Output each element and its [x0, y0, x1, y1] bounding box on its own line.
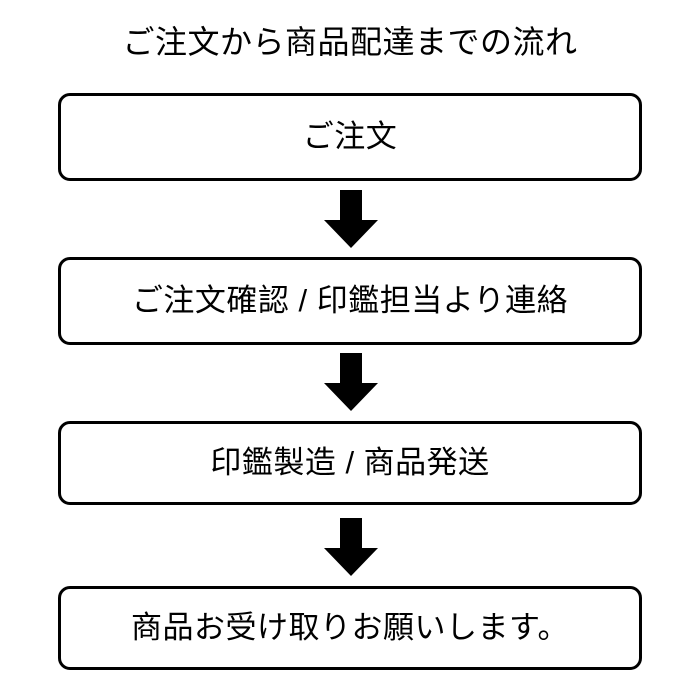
flow-step-2-label: ご注文確認 / 印鑑担当より連絡: [131, 283, 569, 318]
flow-step-1: ご注文: [58, 93, 642, 181]
flow-step-4-label: 商品お受け取りお願いします。: [131, 610, 569, 645]
flow-step-1-label: ご注文: [302, 119, 398, 154]
flow-step-4: 商品お受け取りお願いします。: [58, 586, 642, 670]
arrow-down-icon-2: [324, 353, 378, 411]
flow-step-3: 印鑑製造 / 商品発送: [58, 421, 642, 505]
flow-step-2: ご注文確認 / 印鑑担当より連絡: [58, 257, 642, 345]
flow-step-3-label: 印鑑製造 / 商品発送: [210, 445, 490, 480]
arrow-down-icon-3: [324, 518, 378, 576]
page-title: ご注文から商品配達までの流れ: [122, 24, 578, 60]
arrow-down-icon-1: [324, 190, 378, 248]
